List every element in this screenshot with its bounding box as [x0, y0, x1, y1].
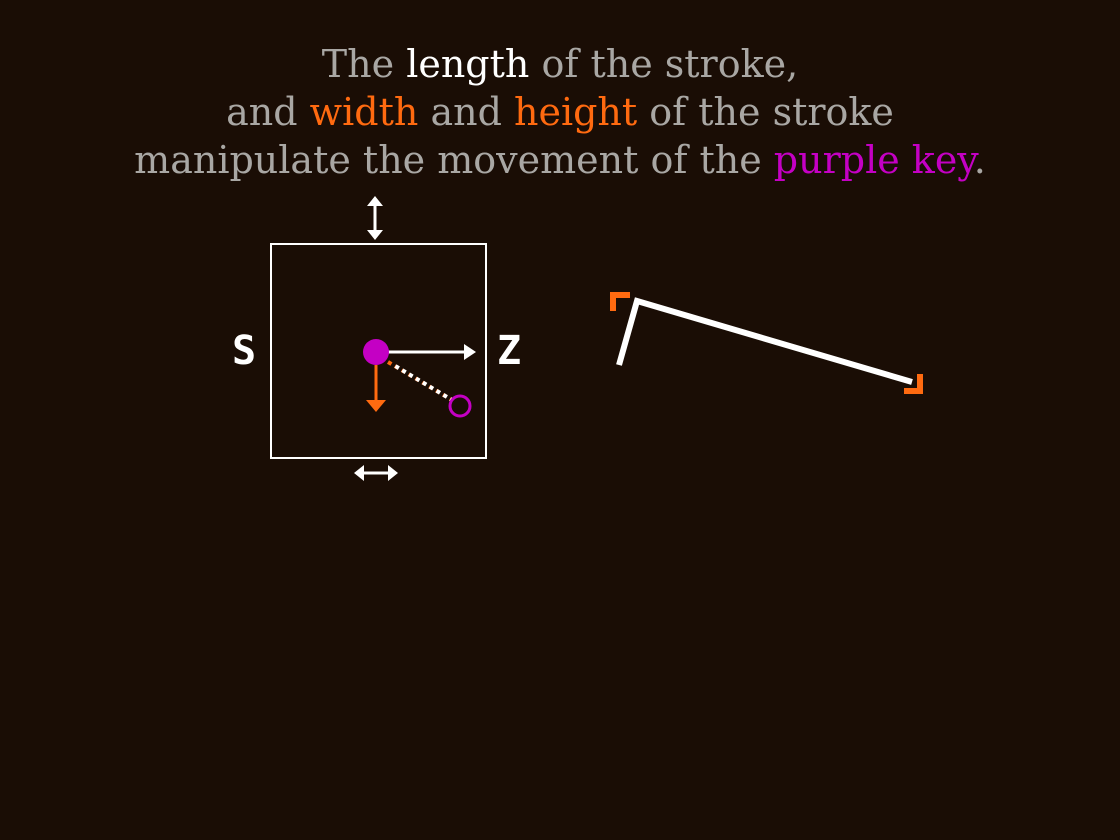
width-arrow-icon: [354, 465, 398, 481]
diagonal-path: [386, 360, 454, 402]
instruction-line-1: The length of the stroke,: [0, 40, 1120, 88]
word-length: length: [406, 42, 530, 86]
purple-key: [363, 339, 389, 365]
text-manipulate: manipulate the movement of the: [134, 138, 774, 182]
word-height: height: [513, 90, 638, 134]
text-and-2: and: [418, 90, 514, 134]
instruction-line-3: manipulate the movement of the purple ke…: [0, 136, 1120, 184]
corner-bracket-icon-bottom: [904, 374, 923, 394]
text-and: and: [226, 90, 310, 134]
key-label-z: Z: [497, 328, 522, 374]
example-stroke: [616, 297, 913, 385]
word-width: width: [309, 90, 419, 134]
right-arrow-icon: [388, 344, 476, 360]
height-arrow-icon: [367, 196, 383, 240]
word-purple-key: purple key: [773, 138, 974, 182]
stroke-bounding-box: [270, 243, 487, 459]
down-arrow-icon: [366, 365, 386, 412]
text-of-the-stroke: of the stroke,: [529, 42, 799, 86]
instruction-text: The length of the stroke, and width and …: [0, 40, 1120, 184]
purple-key-target: [448, 394, 472, 418]
key-label-s: S: [232, 328, 257, 374]
corner-bracket-icon: [610, 292, 630, 311]
text-period: .: [973, 138, 986, 182]
instruction-line-2: and width and height of the stroke: [0, 88, 1120, 136]
text-the: The: [321, 42, 407, 86]
text-of-the-stroke-2: of the stroke: [637, 90, 894, 134]
